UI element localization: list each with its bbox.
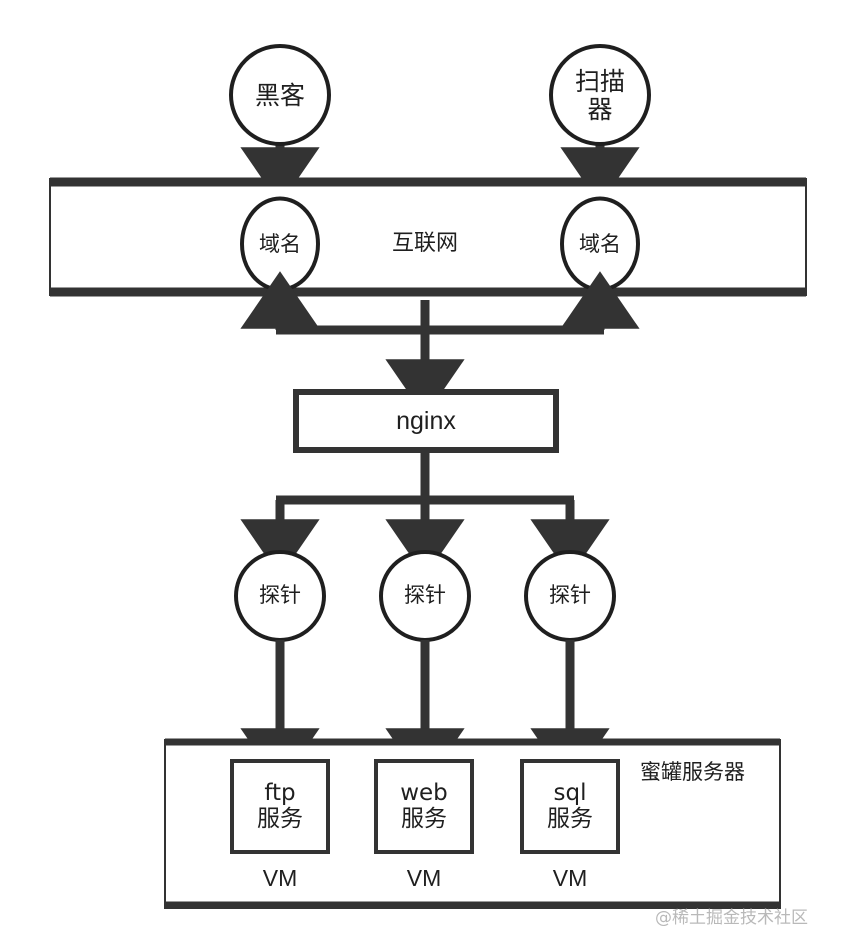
scanner-circle — [549, 44, 651, 146]
nginx-box — [293, 389, 559, 453]
vm-sql-box — [520, 759, 620, 854]
vm-ftp-box — [230, 759, 330, 854]
vm-web-box — [374, 759, 474, 854]
internet-band — [49, 177, 807, 297]
domain-right-ellipse — [560, 196, 640, 292]
edge-domains-to-nginx — [240, 271, 640, 417]
edge-probes-to-vms — [240, 640, 610, 786]
probe-3-circle — [524, 550, 616, 642]
probe-1-circle — [234, 550, 326, 642]
probe-2-circle — [379, 550, 471, 642]
edge-nginx-to-probes — [240, 450, 610, 577]
hacker-circle — [229, 44, 331, 146]
domain-left-ellipse — [240, 196, 320, 292]
